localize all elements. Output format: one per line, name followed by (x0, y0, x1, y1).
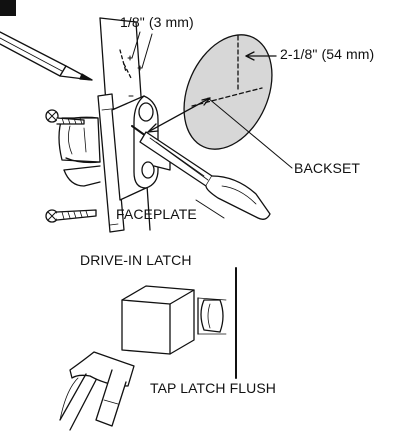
thickness-label: 1/8" (3 mm) (120, 14, 194, 30)
tap-latch-flush-label: TAP LATCH FLUSH (150, 380, 276, 396)
hammer-icon (59, 351, 135, 431)
backset-arrow (147, 97, 293, 169)
step-marker (0, 0, 16, 16)
faceplate-leader (195, 199, 225, 219)
latch-front (197, 297, 227, 335)
top-diagram (0, 17, 293, 233)
screw-icon-lower (45, 209, 97, 223)
diameter-arrow (245, 51, 277, 61)
thickness-leader (131, 31, 153, 69)
center-marks (119, 49, 133, 81)
hole-diameter-label: 2-1/8" (54 mm) (280, 46, 375, 62)
wood-block (121, 285, 195, 355)
pencil-icon (0, 31, 93, 81)
drive-in-latch-title: DRIVE-IN LATCH (80, 252, 192, 268)
latch-bolt (58, 116, 101, 187)
bottom-diagram (59, 267, 237, 431)
bore-hole (183, 34, 273, 150)
screwdriver-icon (131, 125, 271, 220)
screw-icon (45, 109, 85, 125)
faceplate-label: FACEPLATE (116, 206, 197, 222)
backset-label: BACKSET (294, 160, 361, 176)
